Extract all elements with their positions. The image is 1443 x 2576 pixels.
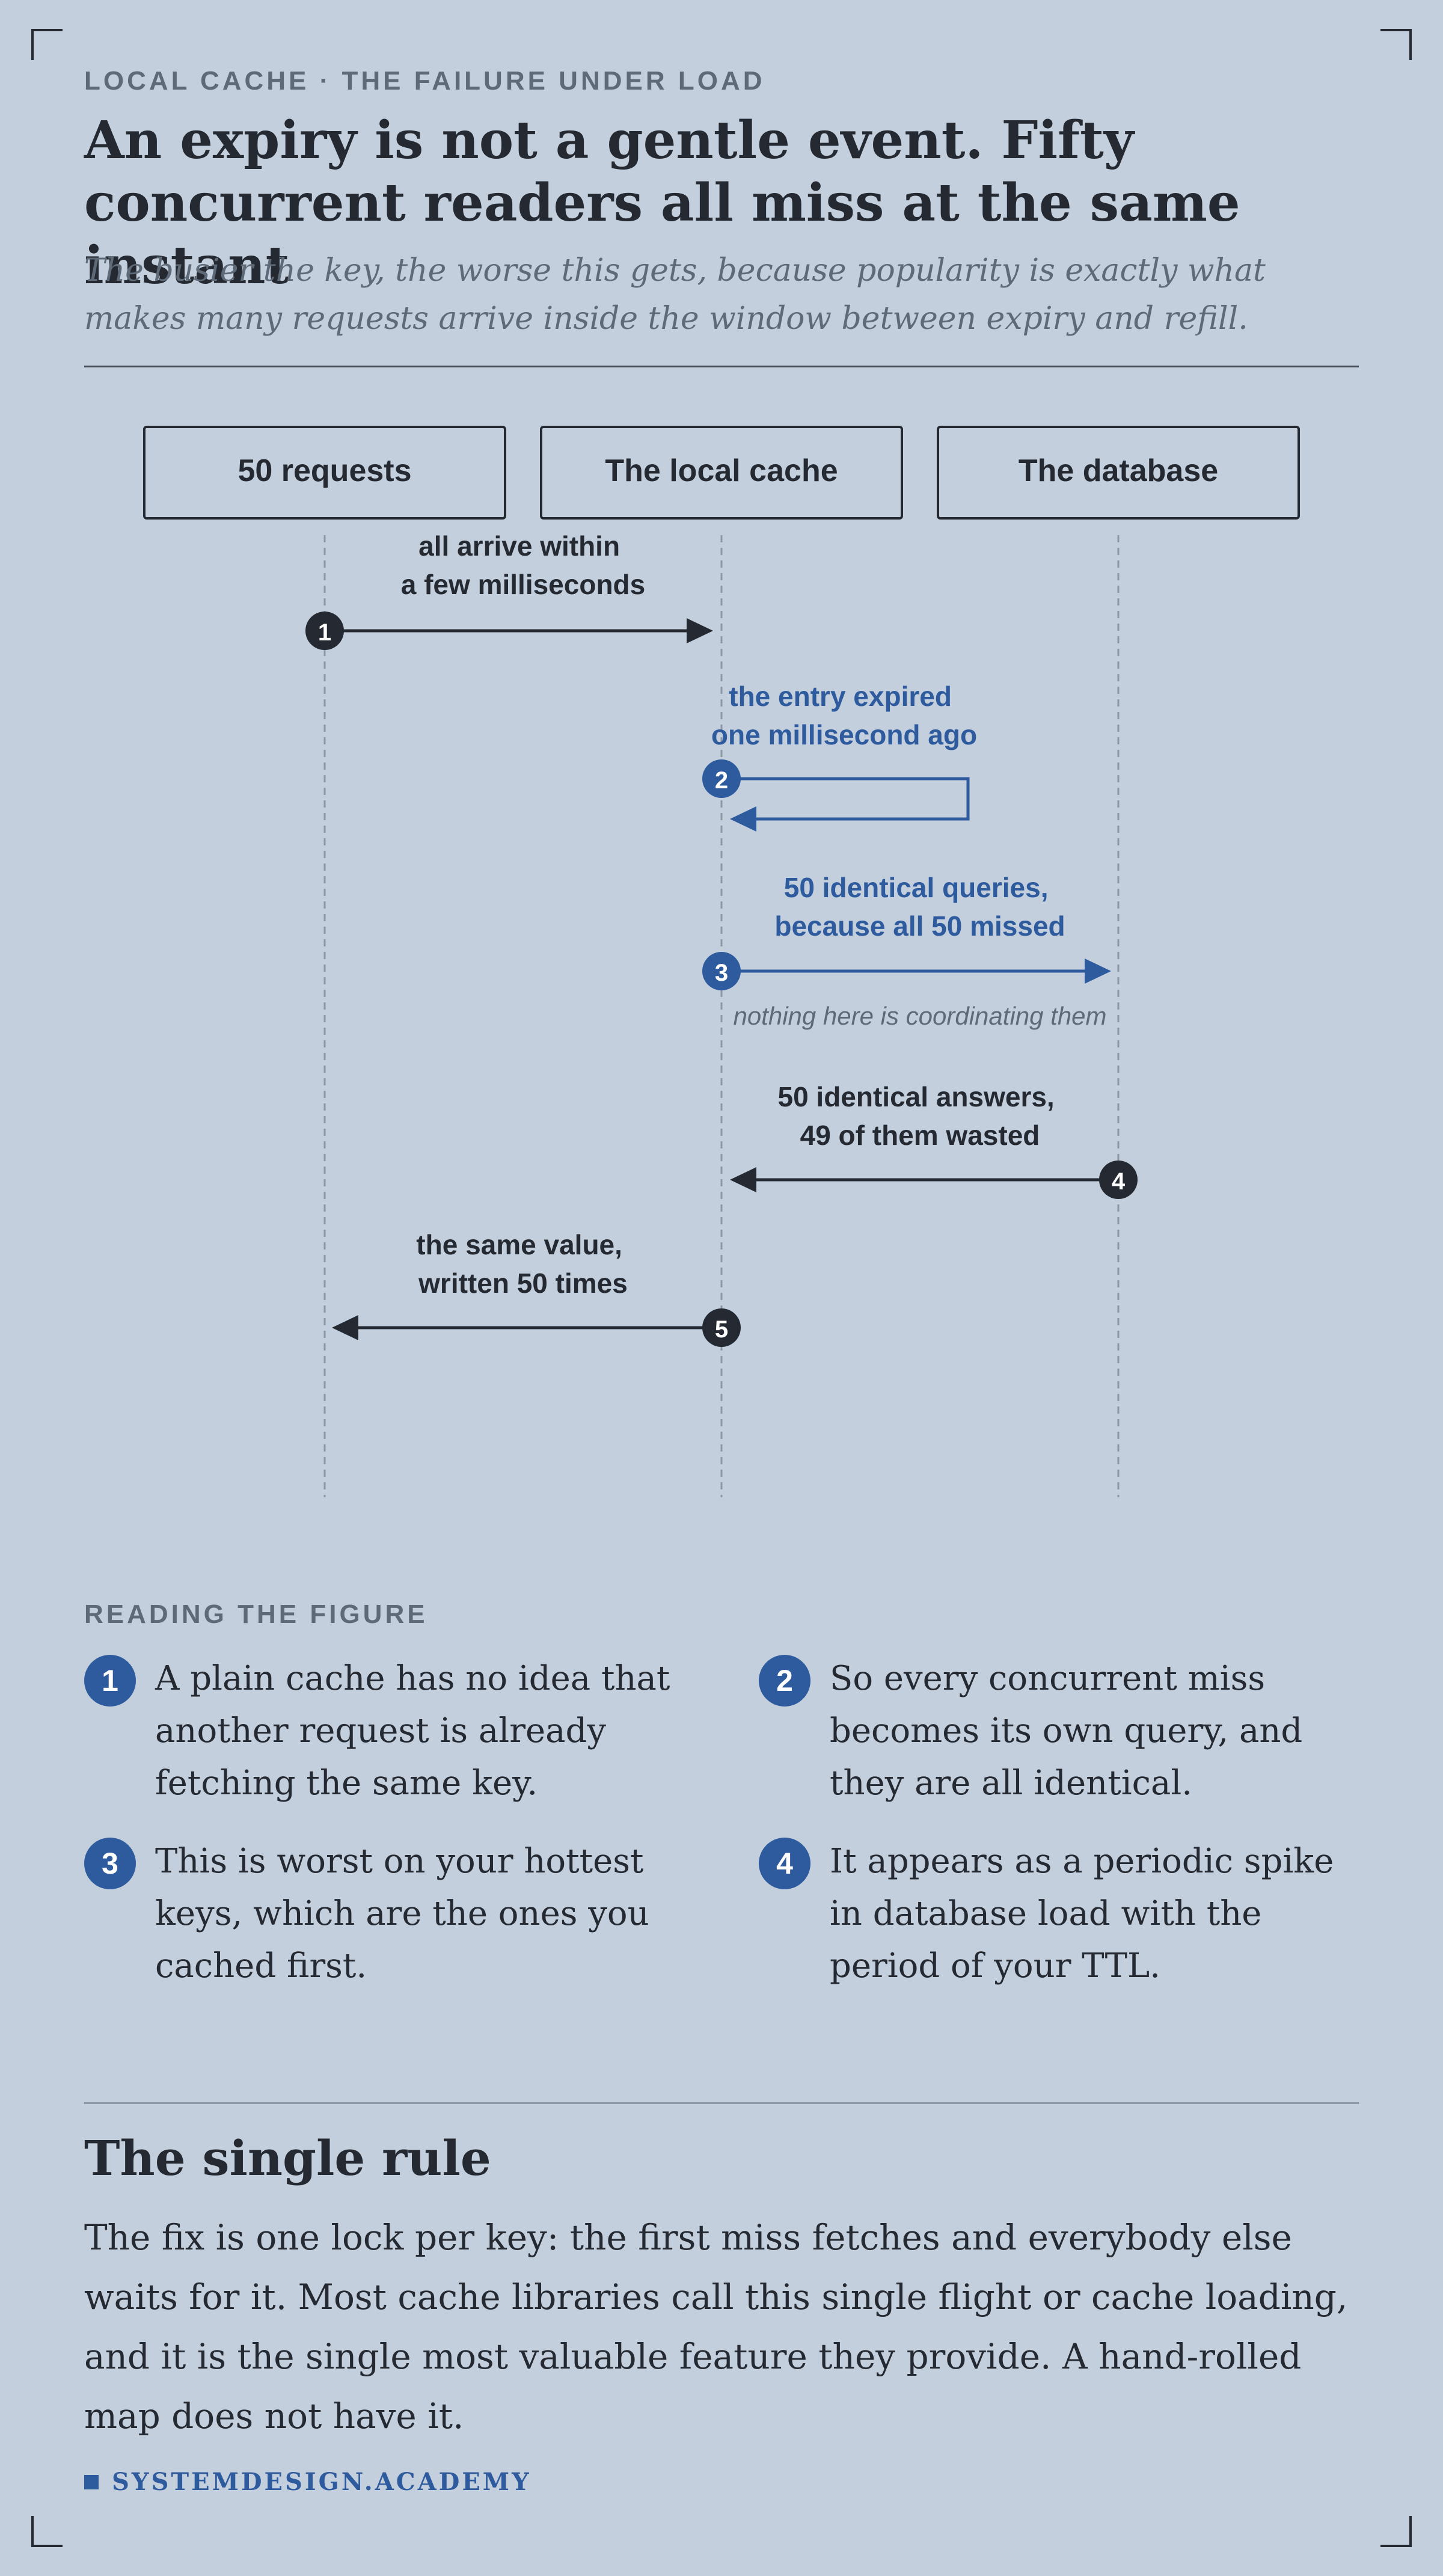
arrowhead-step-4 [730, 1167, 756, 1192]
message-label-step-4: 50 identical answers, 49 of them wasted [777, 1081, 1062, 1151]
note-text-3: This is worst on your hottest keys, whic… [155, 1842, 649, 1986]
participant-cache: The local cache [540, 426, 903, 520]
page-title: An expiry is not a gentle event. Fifty c… [84, 110, 1240, 296]
step-number-5: 5 [715, 1316, 728, 1343]
participant-label-database: The database [1019, 453, 1218, 488]
header-divider [84, 366, 1359, 367]
step-number-1: 1 [318, 619, 331, 646]
corner-mark-bottom-left [31, 2516, 63, 2547]
participant-label-requests: 50 requests [237, 453, 411, 488]
message-step-2: the entry expired one millisecond ago 2 [702, 681, 977, 832]
note-badge-2: 2 [759, 1655, 810, 1707]
message-note-step-3: nothing here is coordinating them [733, 1002, 1106, 1030]
message-step-1: all arrive within a few milliseconds 1 [305, 530, 713, 650]
arrowhead-step-2 [730, 806, 756, 832]
message-label-step-3: 50 identical queries, because all 50 mis… [774, 872, 1065, 942]
reading-section-label: READING THE FIGURE [84, 1599, 428, 1629]
note-badge-1: 1 [84, 1655, 136, 1707]
section-divider [84, 2102, 1359, 2104]
message-label-step-1: all arrive within a few milliseconds [401, 530, 645, 600]
corner-mark-bottom-right [1380, 2516, 1412, 2547]
reading-note-1: 1 A plain cache has no idea that another… [84, 1652, 673, 1809]
message-step-5: the same value, written 50 times 5 [332, 1229, 741, 1347]
reading-note-2: 2 So every concurrent miss becomes its o… [759, 1652, 1348, 1809]
message-label-step-5: the same value, written 50 times [416, 1229, 630, 1299]
note-text-4: It appears as a periodic spike in databa… [830, 1842, 1334, 1986]
corner-mark-top-right [1380, 29, 1412, 60]
participant-requests: 50 requests [143, 426, 506, 520]
rule-body: The fix is one lock per key: the first m… [84, 2217, 1348, 2436]
step-badge-5 [702, 1308, 741, 1347]
step-number-3: 3 [715, 960, 728, 986]
step-badge-4 [1099, 1161, 1138, 1199]
reading-note-4: 4 It appears as a periodic spike in data… [759, 1835, 1348, 1992]
step-badge-3 [702, 952, 741, 990]
step-badge-1 [305, 612, 344, 650]
reading-note-3: 3 This is worst on your hottest keys, wh… [84, 1835, 673, 1992]
arrowhead-step-1 [687, 618, 713, 643]
step-number-2: 2 [715, 767, 728, 794]
brand-square-icon [84, 2474, 99, 2489]
note-badge-4: 4 [759, 1838, 810, 1889]
corner-mark-top-left [31, 29, 63, 60]
rule-title: The single rule [84, 2130, 491, 2186]
footer: SYSTEMDESIGN.ACADEMY [84, 2468, 532, 2496]
step-badge-2 [702, 759, 741, 798]
arrow-step-2 [721, 777, 970, 821]
eyebrow: LOCAL CACHE · THE FAILURE UNDER LOAD [84, 66, 765, 96]
note-badge-3: 3 [84, 1838, 136, 1889]
participant-label-cache: The local cache [605, 453, 838, 488]
message-step-4: 50 identical answers, 49 of them wasted … [730, 1081, 1138, 1199]
page-subtitle: The busier the key, the worse this gets,… [84, 253, 1266, 337]
participant-database: The database [937, 426, 1300, 520]
step-number-4: 4 [1112, 1168, 1126, 1195]
brand-name: SYSTEMDESIGN.ACADEMY [112, 2468, 532, 2496]
note-text-1: A plain cache has no idea that another r… [155, 1659, 670, 1803]
note-text-2: So every concurrent miss becomes its own… [830, 1659, 1303, 1803]
sequence-diagram: 50 requests The local cache The database… [143, 426, 1300, 1497]
message-label-step-2: the entry expired one millisecond ago [711, 681, 977, 750]
message-step-3: 50 identical queries, because all 50 mis… [702, 872, 1111, 1030]
arrowhead-step-5 [332, 1315, 358, 1340]
arrowhead-step-3 [1085, 958, 1111, 984]
